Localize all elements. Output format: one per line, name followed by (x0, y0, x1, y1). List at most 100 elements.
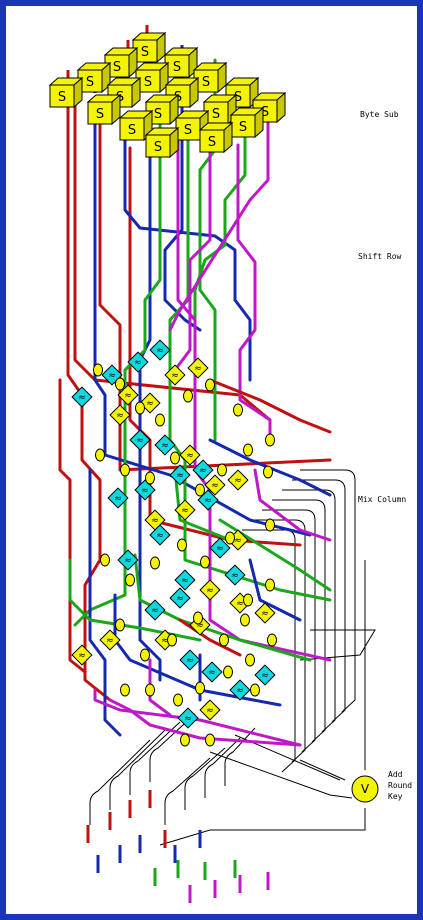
byte-wire (168, 113, 270, 332)
byte-wire (236, 143, 272, 442)
mix-feedback-line (292, 479, 346, 723)
xor-node-icon (145, 471, 155, 485)
mix-multiplier-icon: ≈ (169, 464, 191, 486)
round-key-line (184, 747, 226, 810)
sbox-cube-icon: S (229, 106, 265, 139)
mix-multiplier-glyph: ≈ (206, 586, 214, 596)
sbox-cube-icon: S (134, 61, 170, 94)
sbox-glyph: S (58, 90, 66, 105)
mix-multiplier-icon: ≈ (174, 569, 196, 591)
sbox-cube-icon: S (192, 61, 228, 94)
sbox-cube-icon: S (131, 31, 167, 64)
mix-multiplier-glyph: ≈ (161, 441, 169, 451)
xor-node-icon (183, 389, 193, 403)
sbox-cube-icon: S (251, 91, 287, 124)
xor-node-icon (115, 618, 125, 632)
xor-node-icon (233, 403, 243, 417)
mix-multiplier-glyph: ≈ (184, 714, 192, 724)
xor-node-icon (150, 556, 160, 570)
mix-multiplier-glyph: ≈ (136, 436, 144, 446)
byte-wire (163, 50, 202, 332)
round-key-line (89, 739, 151, 825)
xor-node-icon (205, 378, 215, 392)
mix-multiplier-icon: ≈ (254, 602, 276, 624)
mix-multiplier-icon: ≈ (71, 644, 93, 666)
byte-wire (148, 658, 172, 717)
add-round-key-icon: V (351, 775, 379, 803)
mix-multiplier-glyph: ≈ (204, 496, 212, 506)
mix-multiplier-glyph: ≈ (208, 668, 216, 678)
mix-multiplier-glyph: ≈ (236, 599, 244, 609)
mix-multiplier-icon: ≈ (149, 524, 171, 546)
xor-node-icon (155, 413, 165, 427)
mix-multiplier-icon: ≈ (149, 339, 171, 361)
mix-multiplier-glyph: ≈ (181, 576, 189, 586)
sbox-glyph: S (154, 107, 162, 122)
mix-multiplier-glyph: ≈ (186, 451, 194, 461)
component-nodes: ≈≈≈≈≈≈≈≈≈≈≈≈≈≈≈≈≈≈≈≈≈≈≈≈≈≈≈≈≈≈≈≈≈≈≈≈≈≈≈≈… (71, 339, 379, 803)
mix-multiplier-icon: ≈ (229, 679, 251, 701)
mix-multiplier-icon: ≈ (177, 707, 199, 729)
xor-node-icon (250, 683, 260, 697)
xor-node-icon (140, 648, 150, 662)
mix-multiplier-glyph: ≈ (196, 621, 204, 631)
sbox-glyph: S (234, 90, 242, 105)
xor-node-icon (223, 665, 233, 679)
xor-node-icon (200, 555, 210, 569)
sbox-cube-icon: S (103, 46, 139, 79)
mix-multiplier-glyph: ≈ (216, 544, 224, 554)
byte-wire (248, 558, 302, 622)
sbox-layer: SSSSSSSSSSSSSSSSSSS (48, 31, 287, 159)
xor-node-icon (265, 433, 275, 447)
round-key-line (109, 729, 166, 810)
round-key-line (224, 727, 256, 786)
xor-node-icon (170, 451, 180, 465)
mix-multiplier-icon: ≈ (254, 664, 276, 686)
sbox-glyph: S (184, 123, 192, 138)
sbox-cube-icon: S (48, 76, 84, 109)
mix-multiplier-glyph: ≈ (146, 399, 154, 409)
mix-multiplier-icon: ≈ (201, 661, 223, 683)
mix-multiplier-glyph: ≈ (181, 506, 189, 516)
byte-wire (68, 558, 202, 642)
mix-multiplier-glyph: ≈ (234, 536, 242, 546)
mix-multiplier-icon: ≈ (169, 587, 191, 609)
mix-multiplier-icon: ≈ (224, 564, 246, 586)
mix-multiplier-glyph: ≈ (134, 358, 142, 368)
mix-feedback-line (300, 469, 356, 713)
xor-node-icon (245, 653, 255, 667)
mix-multiplier-glyph: ≈ (206, 706, 214, 716)
label-byte-sub: Byte Sub (360, 110, 399, 119)
mix-feedback-line (282, 489, 336, 733)
mix-multiplier-glyph: ≈ (141, 486, 149, 496)
label-mix-column: Mix Column (358, 495, 407, 504)
round-key-line (129, 721, 181, 795)
sbox-glyph: S (208, 135, 216, 150)
mix-multiplier-icon: ≈ (204, 474, 226, 496)
mix-multiplier-glyph: ≈ (234, 476, 242, 486)
sbox-cube-icon: S (198, 121, 234, 154)
mix-multiplier-glyph: ≈ (261, 671, 269, 681)
mix-multiplier-glyph: ≈ (151, 606, 159, 616)
mix-multiplier-icon: ≈ (71, 386, 93, 408)
round-key-line (159, 808, 366, 846)
sbox-glyph: S (86, 75, 94, 90)
xor-node-icon (267, 633, 277, 647)
sbox-glyph: S (261, 105, 269, 120)
mix-multiplier-glyph: ≈ (199, 466, 207, 476)
mix-feedback-line (252, 519, 306, 763)
sbox-glyph: S (128, 123, 136, 138)
mix-feedback-line (299, 629, 376, 661)
mix-multiplier-glyph: ≈ (161, 636, 169, 646)
xor-node-icon (100, 553, 110, 567)
mix-multiplier-glyph: ≈ (78, 651, 86, 661)
xor-node-icon (180, 733, 190, 747)
xor-node-icon (219, 633, 229, 647)
sbox-glyph: S (144, 75, 152, 90)
round-key-line (149, 713, 196, 782)
byte-wire (178, 618, 242, 657)
label-add-round-key-3: Key (388, 792, 403, 801)
mix-multiplier-glyph: ≈ (124, 391, 132, 401)
mix-multiplier-glyph: ≈ (211, 481, 219, 491)
